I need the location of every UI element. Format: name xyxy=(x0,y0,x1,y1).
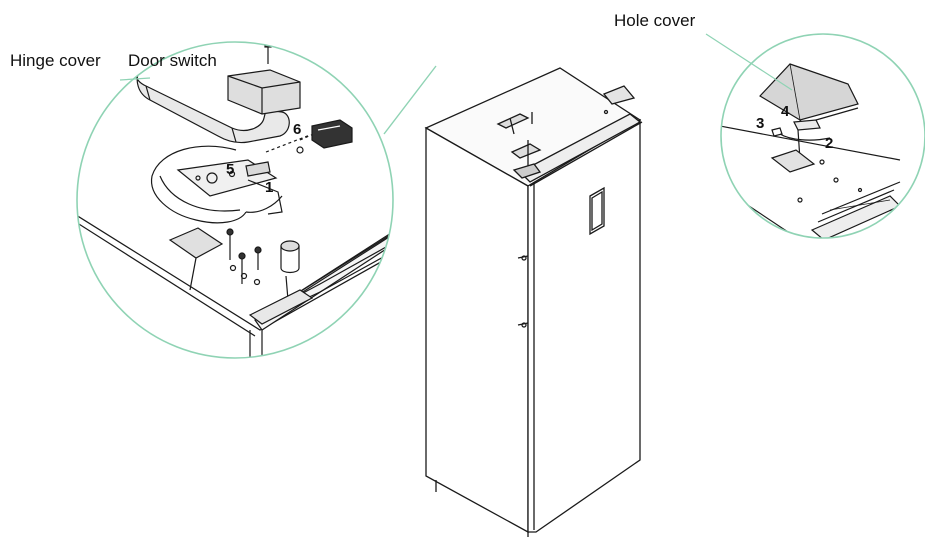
hole-cover-callout xyxy=(720,33,925,239)
callout-connector-left xyxy=(383,65,437,135)
part-number-3: 3 xyxy=(756,115,764,132)
door-switch-label: Door switch xyxy=(128,51,217,70)
hinge-cover-label: Hinge cover xyxy=(10,51,101,70)
hinge-cover-leader xyxy=(119,77,151,81)
part-number-6: 6 xyxy=(293,121,301,138)
hole-cover-label: Hole cover xyxy=(614,11,696,30)
part-number-1: 1 xyxy=(265,179,273,196)
part-number-4: 4 xyxy=(781,103,790,120)
part-number-5: 5 xyxy=(226,161,234,178)
hinge-detail-callout xyxy=(76,41,394,359)
part-number-2: 2 xyxy=(825,135,833,152)
hole-cover-leader xyxy=(705,33,793,91)
upright-freezer xyxy=(424,67,643,537)
